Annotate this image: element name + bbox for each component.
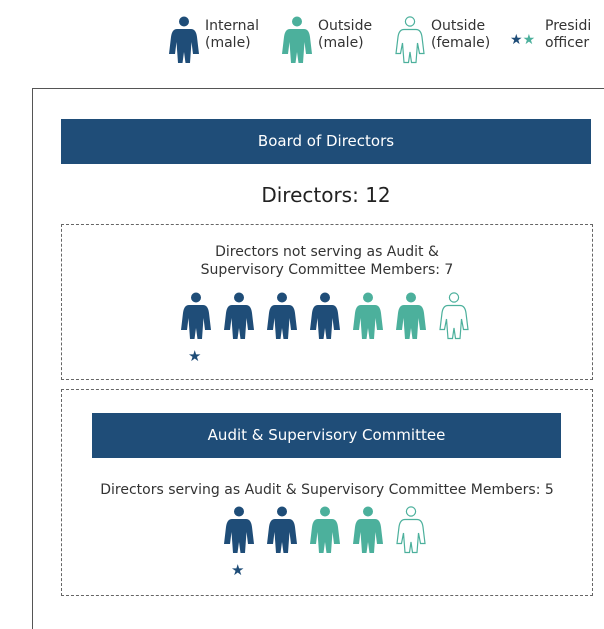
internal-male-icon <box>169 16 199 63</box>
legend-outside-female: Outside (female) <box>394 16 506 72</box>
outside-female-icon <box>395 16 425 64</box>
internal-male-icon <box>310 292 340 339</box>
directors-not-serving-box <box>61 224 593 380</box>
directors-serving-text: Directors serving as Audit & Supervisory… <box>100 482 554 498</box>
legend: Internal (male) Outside (male) Outside (… <box>168 16 604 76</box>
legend-internal-male: Internal (male) <box>168 16 280 72</box>
outside-male-icon <box>353 292 383 339</box>
legend-presiding-officer: ★★ Presidi officer <box>510 16 604 72</box>
internal-male-icon <box>267 292 297 339</box>
internal-male-icon <box>181 292 211 339</box>
directors-not-serving-text: Directors not serving as Audit & Supervi… <box>200 244 454 278</box>
board-of-directors-header: Board of Directors <box>61 119 591 164</box>
legend-outside-female-sublabel: (female) <box>431 35 491 51</box>
directors-serving-box <box>61 389 593 596</box>
outside-male-icon <box>310 506 340 553</box>
outside-male-icon <box>282 16 312 63</box>
directors-count: Directors: 12 <box>261 183 391 207</box>
outside-male-icon <box>353 506 383 553</box>
legend-outside-male-sublabel: (male) <box>318 35 364 51</box>
legend-outside-male: Outside (male) <box>281 16 393 72</box>
legend-presiding-sublabel: officer <box>545 35 590 51</box>
presiding-star-icons: ★★ <box>510 32 535 48</box>
internal-male-icon <box>224 292 254 339</box>
presiding-officer-star-icon: ★ <box>231 561 245 579</box>
legend-internal-sublabel: (male) <box>205 35 251 51</box>
internal-male-icon <box>224 506 254 553</box>
star-icon: ★ <box>522 32 536 48</box>
legend-internal-label: Internal <box>205 18 259 34</box>
outside-female-icon <box>439 292 469 340</box>
internal-male-icon <box>267 506 297 553</box>
audit-committee-header: Audit & Supervisory Committee <box>92 413 561 458</box>
star-icon: ★ <box>510 32 523 48</box>
outside-male-icon <box>396 292 426 339</box>
legend-outside-male-label: Outside <box>318 18 373 34</box>
outside-female-icon <box>396 506 426 554</box>
org-frame <box>32 88 604 629</box>
legend-presiding-label: Presidi <box>545 18 592 34</box>
legend-outside-female-label: Outside <box>431 18 486 34</box>
presiding-officer-star-icon: ★ <box>188 347 202 365</box>
